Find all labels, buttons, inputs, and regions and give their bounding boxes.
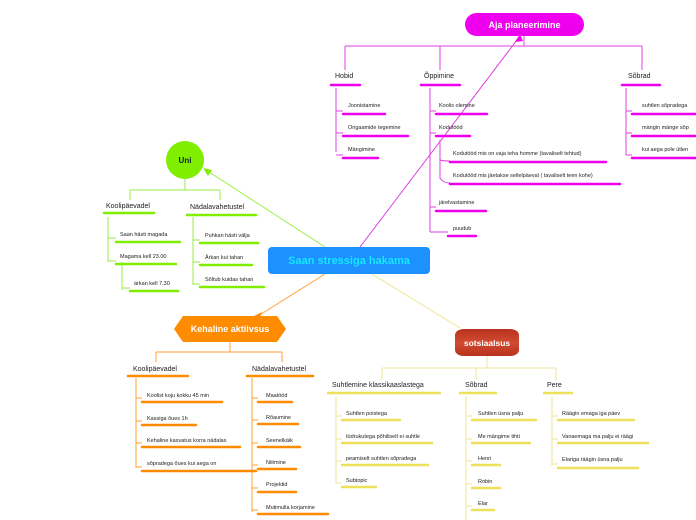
list-item[interactable]: Suhtlen poistega <box>346 411 387 417</box>
list-item[interactable]: Elar <box>478 501 488 507</box>
list-item[interactable]: mängin mänge sõp <box>642 125 689 131</box>
list-item[interactable]: Puhkan hästi välja <box>205 233 250 239</box>
list-item[interactable]: Kodutööd <box>439 125 463 131</box>
list-item[interactable]: Vanaemaga ma palju ei räägi <box>562 434 634 440</box>
list-item[interactable]: Kodutööd mis jäetakse sellelpäeval ( tav… <box>453 173 593 179</box>
subtopic-aja-sobrad[interactable]: Sõbrad <box>628 73 651 80</box>
subtopic-hobid[interactable]: Hobid <box>335 73 354 80</box>
list-item[interactable]: Rõaumine <box>266 415 292 421</box>
subtopic-uni-koolipaevadel[interactable]: Koolipäevadel <box>106 203 150 210</box>
topic-aja-planeerimine[interactable]: Aja planeerimine <box>465 13 584 36</box>
list-item[interactable]: tüdrukutega põhiliselt ei suhtle <box>346 434 420 440</box>
topic-uni[interactable]: Uni <box>166 141 204 179</box>
central-topic[interactable]: Saan stressiga hakama <box>268 247 430 274</box>
list-item[interactable]: Kodutööd mis on vaja teha homme (tavalis… <box>453 151 582 157</box>
list-item[interactable]: peamiselt suhtlen sõpradega <box>346 456 417 462</box>
list-item[interactable]: Joonistamine <box>348 103 381 109</box>
list-item[interactable]: Magama kell 23.00 <box>120 254 167 260</box>
list-item[interactable]: sõpradega õues kui aega on <box>147 461 217 467</box>
subtopic-kehaline-koolipaevadel[interactable]: Koolipäevadel <box>133 366 177 373</box>
list-item[interactable]: Mutimulla korjamine <box>266 505 315 511</box>
list-item[interactable]: Henri <box>478 456 492 462</box>
list-item[interactable]: Maatööd <box>266 393 288 399</box>
list-item[interactable]: Subtopic <box>346 478 368 484</box>
list-item[interactable]: Origaamide tegemine <box>348 125 401 131</box>
list-item[interactable]: Kassiga õues 1h <box>147 416 188 422</box>
subtopic-klassikaaslased[interactable]: Suhtlemine klassikaaslastega <box>332 382 424 389</box>
subtopic-pere[interactable]: Pere <box>547 382 562 389</box>
subtopic-sots-sobrad[interactable]: Sõbrad <box>465 382 488 389</box>
list-item[interactable]: suhtlen sõpradega <box>642 103 688 109</box>
list-item[interactable]: Mängimine <box>348 147 375 153</box>
list-item[interactable]: Suhtlen üsna palju <box>478 411 524 417</box>
list-item[interactable]: Koolist koju kokku 45 min <box>147 393 210 399</box>
list-item[interactable]: Seenelkäik <box>266 438 293 444</box>
list-item[interactable]: Projektid <box>266 482 288 488</box>
topic-sotsiaalsus[interactable]: sotsiaalsus <box>455 329 519 356</box>
topic-kehaline-aktiivsus[interactable]: Kehaline aktiivsus <box>174 316 286 342</box>
list-item[interactable]: ärkan kell 7.30 <box>134 281 170 287</box>
list-item[interactable]: Kehaline kasvatus korra nädalas <box>147 438 227 444</box>
subtopic-kehaline-nadalavahetustel[interactable]: Nädalavahetustel <box>252 366 307 373</box>
list-item[interactable]: Robin <box>478 479 493 485</box>
list-item[interactable]: Me mängime tihti <box>478 434 520 440</box>
subtopic-oppimine[interactable]: Õppimine <box>424 73 454 80</box>
list-item[interactable]: järelvastamine <box>439 200 475 206</box>
list-item[interactable]: Koolis olemine <box>439 103 475 109</box>
list-item[interactable]: Niitmine <box>266 460 286 466</box>
list-item[interactable]: Elariga räägin üsna palju <box>562 457 623 463</box>
list-item[interactable]: Ärkan kui tahan <box>205 255 244 261</box>
list-item[interactable]: Saan hästi magada <box>120 232 168 238</box>
subtopic-uni-nadalavahetustel[interactable]: Nädalavahetustel <box>190 204 245 211</box>
list-item[interactable]: puudub <box>453 226 472 232</box>
list-item[interactable]: kui aega pole ütlen <box>642 147 689 153</box>
list-item[interactable]: Räägin emaga iga päev <box>562 411 621 417</box>
list-item[interactable]: Sõltub kuidas tahan <box>205 277 254 283</box>
